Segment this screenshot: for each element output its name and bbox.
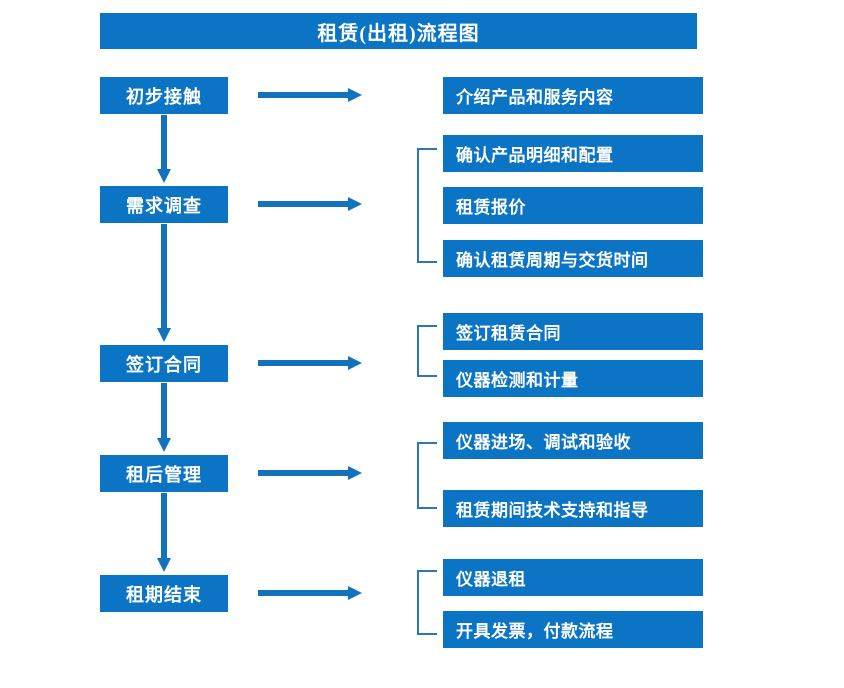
detail-box-sign-rental-contract[interactable]: 签订租赁合同: [443, 313, 703, 350]
detail-box-introduce-products[interactable]: 介绍产品和服务内容: [443, 77, 703, 114]
right-arrow-icon-5: [258, 584, 363, 602]
right-arrow-icon-4: [258, 464, 363, 482]
stage-box-sign-contract[interactable]: 签订合同: [100, 345, 228, 382]
brace-icon-group-4: [416, 442, 438, 509]
detail-box-technical-support[interactable]: 租赁期间技术支持和指导: [443, 490, 703, 527]
brace-icon-group-3: [416, 325, 438, 377]
detail-box-rental-quotation[interactable]: 租赁报价: [443, 187, 703, 224]
detail-box-confirm-rental-period[interactable]: 确认租赁周期与交货时间: [443, 240, 703, 277]
detail-box-instrument-return[interactable]: 仪器退租: [443, 559, 703, 596]
right-arrow-icon-3: [258, 354, 363, 372]
stage-box-rental-end[interactable]: 租期结束: [100, 575, 228, 612]
page-title: 租赁(出租)流程图: [100, 13, 697, 49]
brace-icon-group-5: [416, 570, 438, 635]
detail-box-confirm-product-details[interactable]: 确认产品明细和配置: [443, 135, 703, 172]
stage-box-initial-contact[interactable]: 初步接触: [100, 77, 228, 114]
stage-box-requirements-survey[interactable]: 需求调查: [100, 186, 228, 223]
right-arrow-icon-1: [258, 86, 363, 104]
brace-icon-group-2: [416, 148, 438, 263]
down-arrow-icon-1: [155, 115, 173, 185]
right-arrow-icon-2: [258, 195, 363, 213]
detail-box-instrument-entry-debug-acceptance[interactable]: 仪器进场、调试和验收: [443, 422, 703, 459]
down-arrow-icon-4: [155, 493, 173, 574]
down-arrow-icon-2: [155, 224, 173, 344]
detail-box-instrument-inspection[interactable]: 仪器检测和计量: [443, 360, 703, 397]
down-arrow-icon-3: [155, 383, 173, 454]
detail-box-invoice-payment[interactable]: 开具发票，付款流程: [443, 611, 703, 648]
stage-box-post-rental-management[interactable]: 租后管理: [100, 455, 228, 492]
